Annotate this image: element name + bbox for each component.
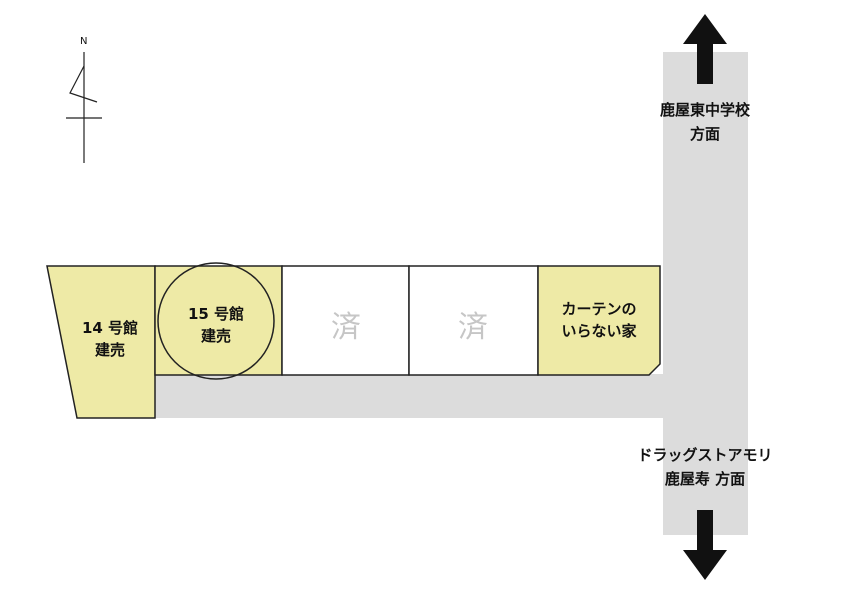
side-road	[155, 374, 665, 418]
lot-sold-2-shape[interactable]	[408, 265, 539, 376]
south-direction-line1: ドラッグストアモリ	[637, 446, 773, 464]
lot-14-name: 14 号館	[81, 319, 139, 337]
lot-15-name: 15 号館	[187, 305, 245, 323]
lot-sold-2-mark: 済	[458, 310, 488, 345]
lot-14-shape[interactable]	[46, 265, 156, 419]
lot-curtain-line1: カーテンの	[561, 300, 637, 318]
lot-14-label: 14 号館 建売	[60, 317, 160, 361]
lot-curtain-line2: いらない家	[561, 322, 637, 340]
lot-curtain-label: カーテンの いらない家	[544, 298, 654, 342]
north-direction-line2: 方面	[689, 125, 720, 143]
lot-sold-1-mark: 済	[331, 310, 361, 345]
north-direction-label: 鹿屋東中学校 方面	[630, 98, 780, 146]
lot-14-type: 建売	[94, 341, 125, 359]
north-direction-line1: 鹿屋東中学校	[659, 101, 750, 119]
south-direction-label: ドラッグストアモリ 鹿屋寿 方面	[600, 443, 810, 491]
lot-15-highlight-circle	[157, 262, 275, 380]
lot-15-label: 15 号館 建売	[166, 303, 266, 347]
arrow-down-icon	[683, 510, 727, 580]
lot-curtain-shape[interactable]	[537, 265, 661, 376]
compass-label: N	[80, 36, 88, 47]
north-arrow-icon	[66, 52, 102, 163]
arrow-up-icon	[683, 14, 727, 84]
south-direction-line2: 鹿屋寿 方面	[664, 470, 746, 488]
lot-15-type: 建売	[200, 327, 231, 345]
main-road	[663, 52, 748, 535]
